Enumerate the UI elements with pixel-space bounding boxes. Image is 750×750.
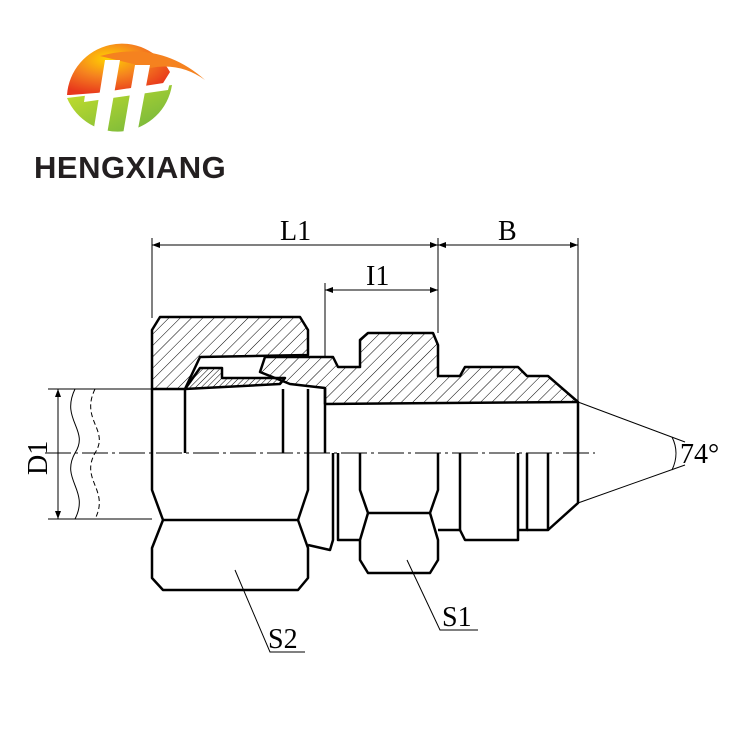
logo-mark — [67, 43, 205, 140]
body-section — [258, 331, 580, 406]
label-L1: L1 — [280, 216, 311, 247]
label-B: B — [498, 216, 517, 247]
nut-section — [150, 315, 310, 391]
label-D1: D1 — [23, 441, 54, 475]
hex-S1 — [358, 453, 440, 575]
brand-name: HENGXIANG — [34, 150, 227, 185]
label-S2: S2 — [268, 624, 298, 655]
label-S1: S1 — [442, 602, 472, 633]
nut-S2 — [150, 389, 310, 592]
angle-label: 74° — [680, 439, 719, 470]
label-I1: I1 — [366, 261, 389, 292]
